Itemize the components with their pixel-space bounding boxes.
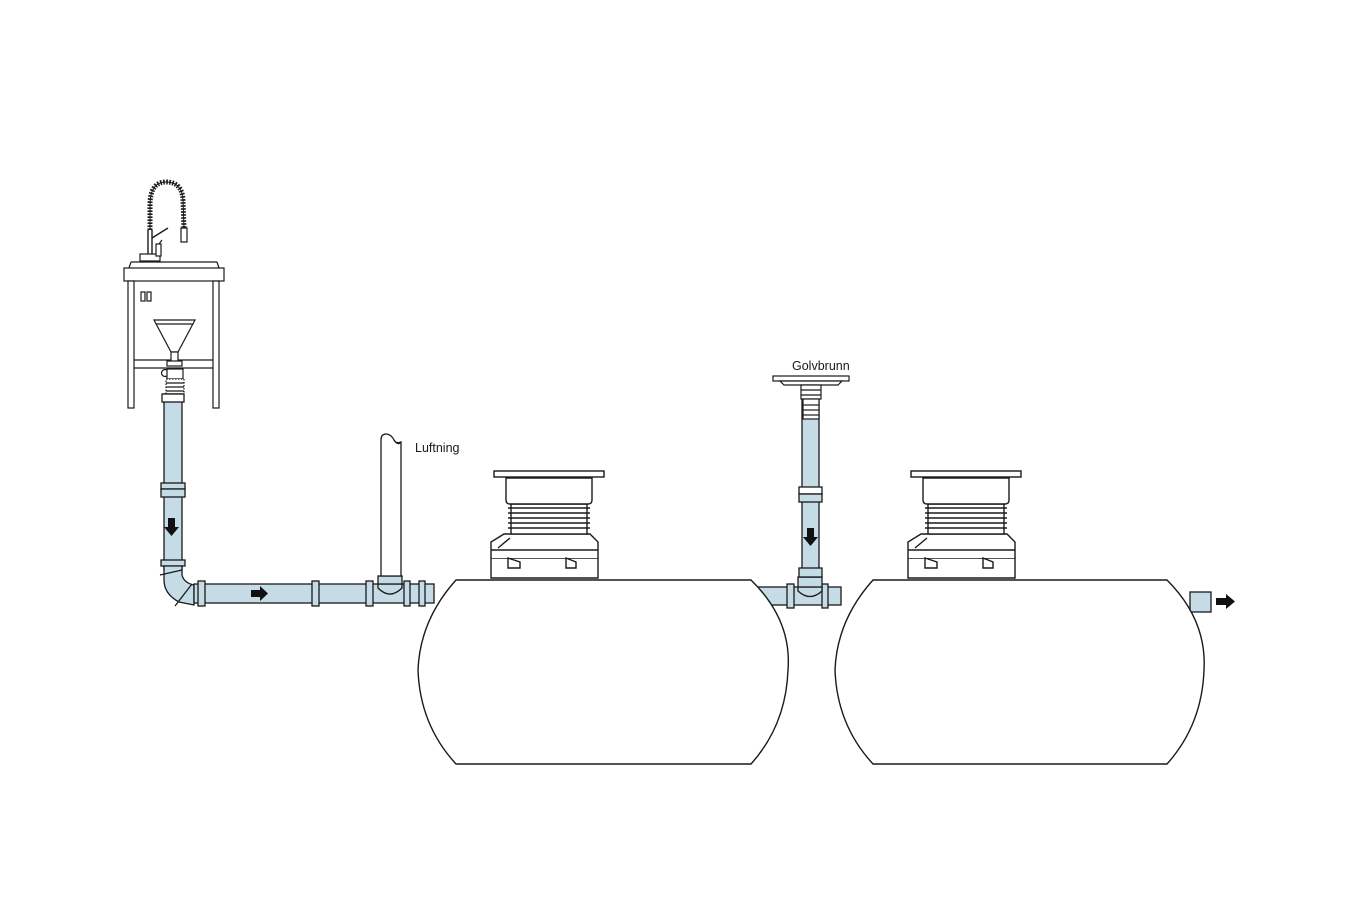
sink-countertop: [123, 267, 225, 282]
arrow-right-icon: [251, 586, 268, 601]
separator-tank-2: [834, 470, 1205, 765]
vent-tee: [377, 583, 403, 595]
vent-pipe: [380, 433, 402, 577]
pipe-elbow: [163, 565, 195, 606]
outlet-pipe: [1189, 591, 1212, 613]
tank-2-body: [834, 579, 1205, 765]
faucet-hose-icon: [147, 179, 187, 230]
flow-arrows: [164, 518, 1235, 609]
tank-2-bellows: [925, 503, 1007, 535]
arrow-down-icon: [164, 518, 179, 536]
sink-funnel-icon: [153, 319, 196, 353]
floor-drain: [772, 375, 850, 420]
floor-drain-label: Golvbrunn: [792, 359, 850, 373]
arrow-right-icon: [1216, 594, 1235, 609]
tank-2-lid: [910, 470, 1022, 478]
vent-label: Luftning: [415, 441, 460, 455]
tank-1-bellows: [508, 503, 590, 535]
tank-1-body: [417, 579, 790, 765]
separator-tank-1: [417, 470, 790, 765]
sink-unit: [123, 179, 225, 409]
arrow-down-icon: [803, 528, 818, 546]
tank-1-lid: [493, 470, 605, 478]
sink-drop-pipe: [163, 393, 183, 571]
floor-drain-grate: [772, 375, 850, 382]
